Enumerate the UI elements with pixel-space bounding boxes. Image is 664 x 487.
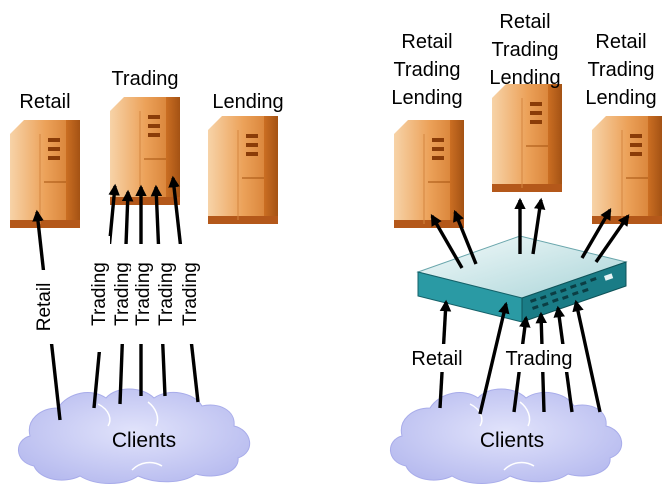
- left-arrow-label-trading-4: Trading: [156, 262, 177, 326]
- right-server-1-label-lending: Lending: [391, 87, 462, 109]
- right-server-2-labels: Retail Trading Lending: [489, 11, 560, 89]
- right-arrow-switch-server3-a: [580, 208, 612, 259]
- right-arrow-switch-server1-a: [430, 213, 464, 269]
- left-arrow-label-retail: Retail: [34, 283, 55, 332]
- left-server-label-trading: Trading: [111, 68, 178, 90]
- left-arrow-label-trading-5: Trading: [180, 262, 201, 326]
- right-server-2-label-trading: Trading: [491, 39, 558, 61]
- left-clients-label: Clients: [112, 429, 176, 452]
- right-server-2-label-retail: Retail: [499, 11, 550, 33]
- left-arrow-label-trading-3: Trading: [133, 262, 154, 326]
- right-server-1-label-retail: Retail: [401, 31, 452, 53]
- right-server-3-label-lending: Lending: [585, 87, 656, 109]
- left-server-trading: [109, 96, 181, 206]
- right-server-3: [591, 115, 663, 225]
- right-server-1-labels: Retail Trading Lending: [391, 31, 462, 109]
- left-diagram: Clients Retail Trading Lending Retail Tr…: [9, 68, 284, 484]
- right-server-2-label-lending: Lending: [489, 67, 560, 89]
- left-clients-cloud: Clients: [18, 388, 250, 484]
- right-arrow-switch-server3-b: [594, 214, 630, 263]
- left-server-retail: [9, 119, 81, 229]
- right-arrow-switch-server1-b: [453, 209, 478, 265]
- left-arrow-label-trading-2: Trading: [112, 262, 133, 326]
- right-server-1-label-trading: Trading: [393, 59, 460, 81]
- right-arrow-trading-1: [478, 301, 510, 415]
- right-server-3-label-retail: Retail: [595, 31, 646, 53]
- left-arrow-label-trading-1: Trading: [89, 262, 110, 326]
- right-arrow-label-retail: Retail: [411, 348, 462, 370]
- right-server-3-label-trading: Trading: [587, 59, 654, 81]
- right-arrow-trading-5: [572, 299, 602, 413]
- right-diagram: Clients Retail Trading Lending Retail Tr…: [390, 11, 663, 484]
- right-arrow-switch-server2-b: [531, 197, 546, 255]
- right-server-3-labels: Retail Trading Lending: [585, 31, 656, 109]
- right-server-2: [491, 83, 563, 193]
- right-server-1: [393, 119, 465, 229]
- right-arrow-label-trading: Trading: [505, 348, 572, 370]
- load-balancer-switch: [416, 235, 628, 323]
- right-clients-label: Clients: [480, 429, 544, 452]
- left-server-lending: [207, 115, 279, 225]
- left-server-label-retail: Retail: [19, 91, 70, 113]
- right-clients-cloud: Clients: [390, 388, 622, 484]
- left-server-label-lending: Lending: [212, 91, 283, 113]
